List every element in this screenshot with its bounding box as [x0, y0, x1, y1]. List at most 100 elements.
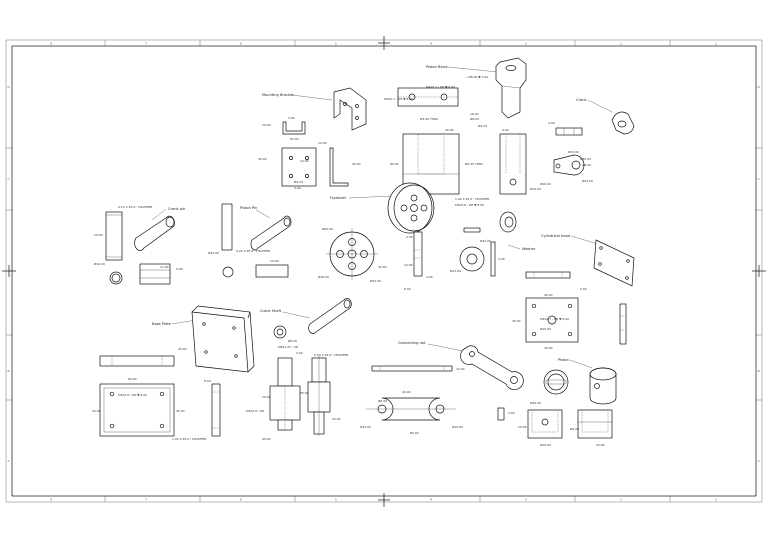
crank-pin-group: Crank pin 0.15 X 45.0° CHAMFER 25.00 Ø10…	[94, 205, 185, 285]
base-plate-side-view	[211, 383, 221, 437]
crank-shaft-views: 4.00 0.50 X 45.0° CHAMFER M5x0.8 - 6H 20…	[246, 351, 348, 441]
svg-text:30.00: 30.00	[544, 346, 553, 350]
crank-shaft-group: Crank Shaft Ø6.00 M8x1.25 - 6H	[260, 298, 352, 349]
zone-top-3: 6	[240, 42, 242, 46]
svg-text:Ø4.00: Ø4.00	[294, 179, 303, 184]
svg-text:Ø10.00: Ø10.00	[208, 250, 219, 255]
piston-pin-iso	[250, 215, 292, 251]
dim-cbore: ⌴ Ø8.00 ▼ 3.00	[465, 74, 488, 79]
zone-left-3: B	[8, 369, 10, 373]
mounting-bracket-iso	[333, 87, 367, 131]
svg-text:Ø50.00: Ø50.00	[322, 226, 333, 231]
flywheel-side-view	[413, 231, 423, 277]
base-plate-group: Base Plate 20.00 80.00 M5x0.8 - 6H ▼ 8.0…	[92, 305, 255, 441]
svg-text:12.00: 12.00	[160, 265, 169, 269]
svg-text:0.50 X 45.0° CHAMFER: 0.50 X 45.0° CHAMFER	[314, 353, 348, 357]
crank-pin-front-view	[105, 211, 123, 261]
svg-text:35.00: 35.00	[512, 319, 521, 323]
svg-text:0.20 X 45.0° CHAMFER: 0.20 X 45.0° CHAMFER	[236, 249, 270, 253]
piston-pin-group: Piston Pin Ø10.00 0.20 X 45.0° CHAMFER 1…	[208, 203, 292, 278]
svg-text:10.00: 10.00	[456, 367, 465, 371]
piston-pin-front-view	[221, 203, 233, 251]
washer-top-view	[463, 227, 481, 233]
base-plate-label: Base Plate	[152, 322, 172, 326]
piston-block-label: Piston Block	[426, 65, 449, 69]
piston-pin-label: Piston Pin	[240, 206, 257, 210]
cylindrical-head-side-view	[619, 303, 627, 345]
svg-text:80.00: 80.00	[390, 162, 399, 166]
crank-top-view	[555, 127, 583, 136]
svg-text:20.00: 20.00	[178, 347, 187, 351]
svg-text:Ø16.00: Ø16.00	[540, 181, 551, 186]
svg-text:1.00 X 45.0° CHAMFER: 1.00 X 45.0° CHAMFER	[172, 437, 206, 441]
flywheel-iso	[387, 182, 433, 234]
svg-text:Ø10.00: Ø10.00	[452, 424, 463, 429]
zone-top-5: 4	[430, 42, 432, 46]
svg-text:40.00: 40.00	[176, 409, 185, 413]
zone-bottom-5: 4	[430, 498, 432, 502]
svg-text:Ø10.00: Ø10.00	[568, 149, 579, 154]
svg-text:5.00: 5.00	[580, 287, 587, 291]
zone-right-3: B	[758, 369, 760, 373]
piston-block-group: Piston Block ⌴ Ø8.00 ▼ 3.00 M4x0.7 - 6H …	[384, 57, 541, 207]
svg-text:2.00: 2.00	[508, 411, 515, 415]
crank-shaft-label: Crank Shaft	[260, 309, 282, 313]
svg-text:45.00: 45.00	[262, 437, 271, 441]
flywheel-label: Flywheel	[330, 196, 346, 200]
svg-text:Ø6.00: Ø6.00	[378, 398, 387, 403]
crank-pin-label: Crank pin	[168, 207, 185, 211]
svg-text:25.00: 25.00	[352, 162, 361, 166]
flywheel-group: Flywheel Ø50.00 Ø16.00 Ø22.00 30.00 10.0…	[318, 182, 435, 291]
mounting-bracket-label: Mounting Bracket	[262, 93, 294, 97]
svg-text:25.00: 25.00	[332, 417, 341, 421]
zone-bottom-7: 2	[620, 498, 622, 502]
zone-top-7: 2	[620, 42, 622, 46]
washer-group: Washer Ø10.00 Ø12.00 4.00	[450, 211, 536, 277]
zone-top-2: 7	[145, 42, 147, 46]
zone-bottom-2: 7	[145, 498, 147, 502]
piston-top-view	[543, 369, 569, 395]
connecting-rod-top-view	[371, 365, 453, 372]
washer-side-view	[490, 241, 496, 277]
mounting-bracket-side-view	[329, 147, 349, 187]
zone-top-1: 8	[50, 42, 52, 46]
zone-labels: 8 7 6 5 4 3 2 1 8 7 6 5 4 3 2 1 D C B A …	[8, 42, 761, 502]
dim-thread-2: M4x0.7 - 6H ▼ 6.00	[426, 85, 455, 89]
svg-text:20.00: 20.00	[262, 123, 271, 127]
piston-group: Piston Ø30.00 Ø16.00 20.00 20.00 Ø4.00 2…	[497, 358, 617, 447]
svg-text:5.00: 5.00	[294, 186, 301, 190]
svg-text:3.00: 3.00	[288, 116, 295, 120]
svg-text:Ø22.00: Ø22.00	[582, 178, 593, 183]
washer-front-view	[459, 246, 485, 272]
svg-text:10.00: 10.00	[404, 263, 413, 267]
svg-text:M5x0.8 - 6H ▼ 8.00: M5x0.8 - 6H ▼ 8.00	[118, 393, 147, 397]
piston-pin-end-view	[222, 266, 234, 278]
mounting-bracket-top-view	[282, 121, 306, 135]
svg-text:M5x0.8 - 6H: M5x0.8 - 6H	[246, 409, 264, 413]
svg-text:1.00 X 45.0° CHAMFER: 1.00 X 45.0° CHAMFER	[455, 197, 489, 201]
zone-bottom-4: 5	[335, 498, 337, 502]
zone-bottom-1: 8	[50, 498, 52, 502]
svg-text:Ø30.00: Ø30.00	[530, 400, 541, 405]
svg-text:M5x0.8 - 6H ▼ 8.00: M5x0.8 - 6H ▼ 8.00	[455, 203, 484, 207]
svg-text:18.00: 18.00	[470, 112, 479, 116]
svg-text:Ø6.00: Ø6.00	[582, 162, 591, 167]
svg-text:65.00: 65.00	[290, 137, 299, 141]
svg-text:10.00: 10.00	[300, 159, 309, 163]
zone-left-2: C	[8, 177, 10, 181]
svg-text:Ø6.00: Ø6.00	[470, 116, 479, 121]
piston-pin-side-view	[255, 264, 289, 278]
zone-right-4: A	[758, 459, 761, 463]
piston-pin-hole-view	[497, 407, 505, 421]
svg-text:4.00: 4.00	[548, 121, 555, 125]
svg-text:25.00: 25.00	[94, 233, 103, 237]
connecting-rod-iso	[460, 345, 524, 390]
zone-bottom-3: 6	[240, 498, 242, 502]
crank-shaft-front-view	[277, 357, 293, 387]
washer-iso	[499, 211, 517, 233]
zone-bottom-6: 3	[525, 498, 527, 502]
centering-marks	[2, 36, 766, 507]
crank-iso	[611, 111, 635, 135]
mounting-bracket-front-view	[281, 147, 317, 187]
connecting-rod-label: Connecting rod	[398, 341, 425, 345]
